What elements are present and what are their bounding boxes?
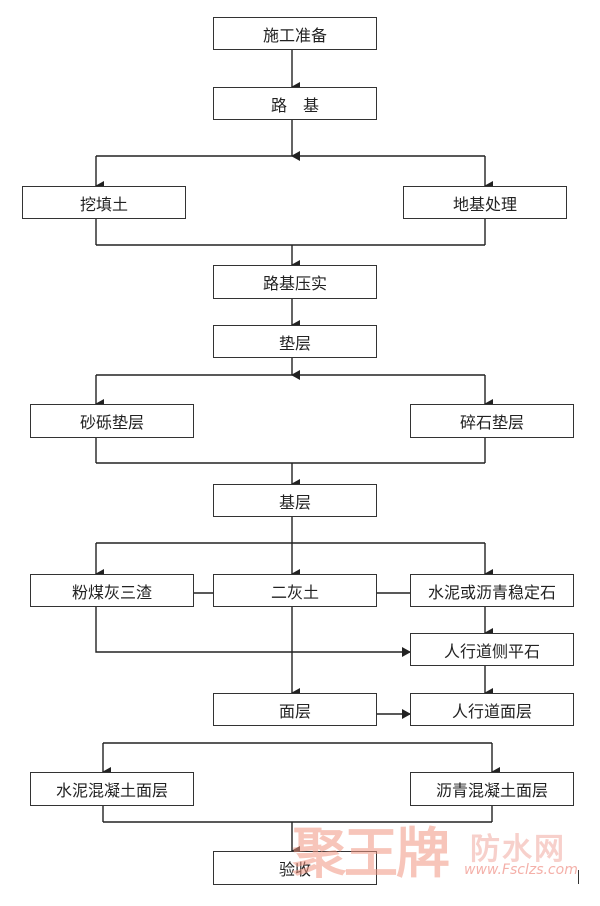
text-cursor: [578, 870, 579, 884]
node-sidewalk-surface: 人行道面层: [410, 693, 574, 726]
node-cut-fill: 挖填土: [22, 186, 186, 219]
node-foundation-treatment: 地基处理: [403, 186, 567, 219]
node-stabilized-stone: 水泥或沥青稳定石: [410, 574, 574, 607]
node-subgrade-compaction: 路基压实: [213, 265, 377, 299]
node-curb-stone: 人行道侧平石: [410, 633, 574, 666]
node-surface-layer: 面层: [213, 693, 377, 726]
node-acceptance: 验收: [213, 851, 377, 885]
edge-flyash-curb: [95, 606, 411, 657]
node-flyash-slag: 粉煤灰三渣: [30, 574, 194, 607]
node-gravel-cushion: 砂砾垫层: [30, 404, 194, 438]
node-cushion: 垫层: [213, 325, 377, 358]
node-crushed-stone-cushion: 碎石垫层: [410, 404, 574, 438]
node-lime-soil: 二灰土: [213, 574, 377, 607]
node-concrete-surface: 水泥混凝土面层: [30, 772, 194, 806]
node-subgrade: 路 基: [213, 87, 377, 120]
node-construction-prep: 施工准备: [213, 17, 377, 50]
node-asphalt-surface: 沥青混凝土面层: [410, 772, 574, 806]
node-base: 基层: [213, 484, 377, 517]
